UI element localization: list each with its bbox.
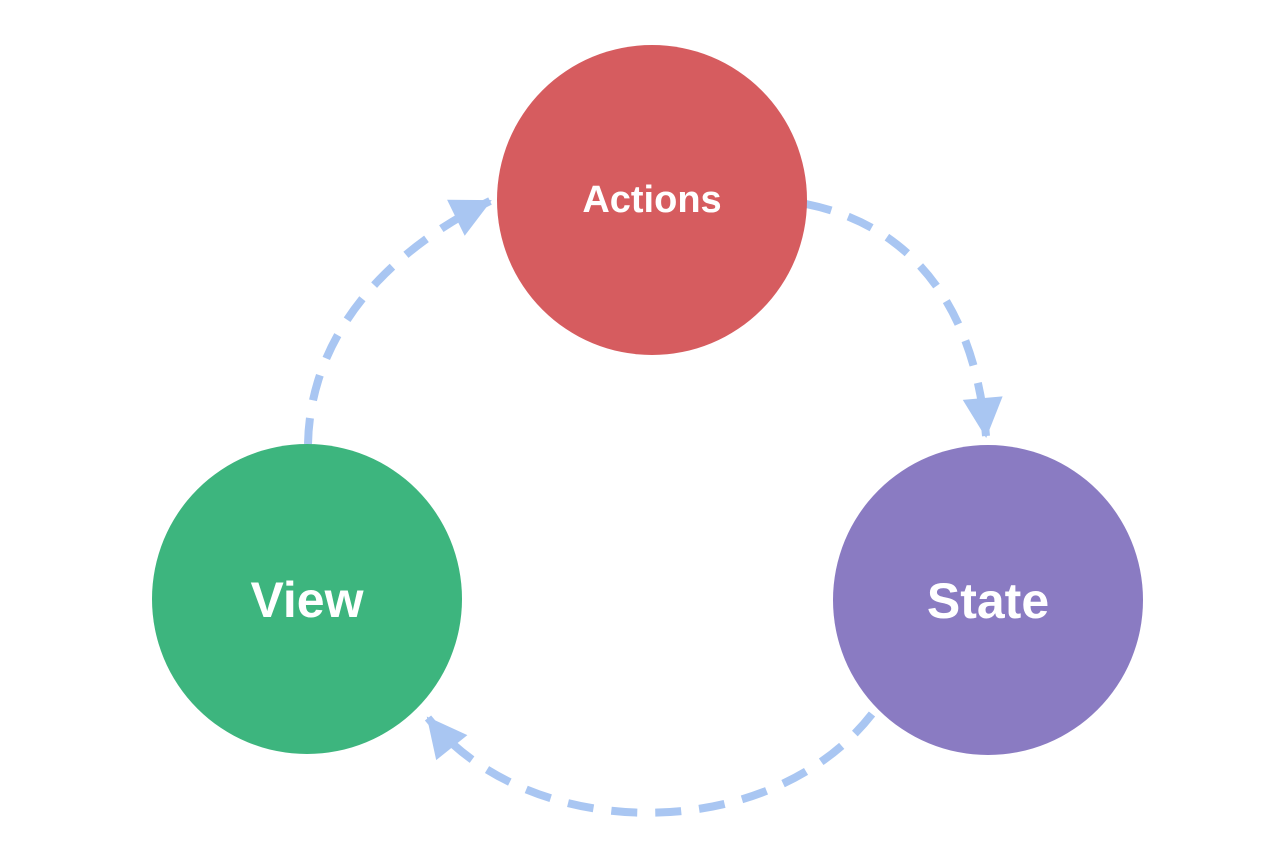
node-actions-circle — [497, 45, 807, 355]
node-actions: Actions — [497, 45, 807, 355]
node-state: State — [833, 445, 1143, 755]
edge-actions-to-state — [805, 200, 1003, 438]
edge-state-to-view — [424, 711, 876, 817]
node-view-circle — [152, 444, 462, 754]
node-actions-label: Actions — [582, 179, 721, 221]
node-state-label: State — [927, 573, 1049, 629]
node-view-label: View — [250, 572, 363, 628]
node-state-circle — [833, 445, 1143, 755]
edge-view-to-actions — [304, 197, 492, 445]
node-view: View — [152, 444, 462, 754]
